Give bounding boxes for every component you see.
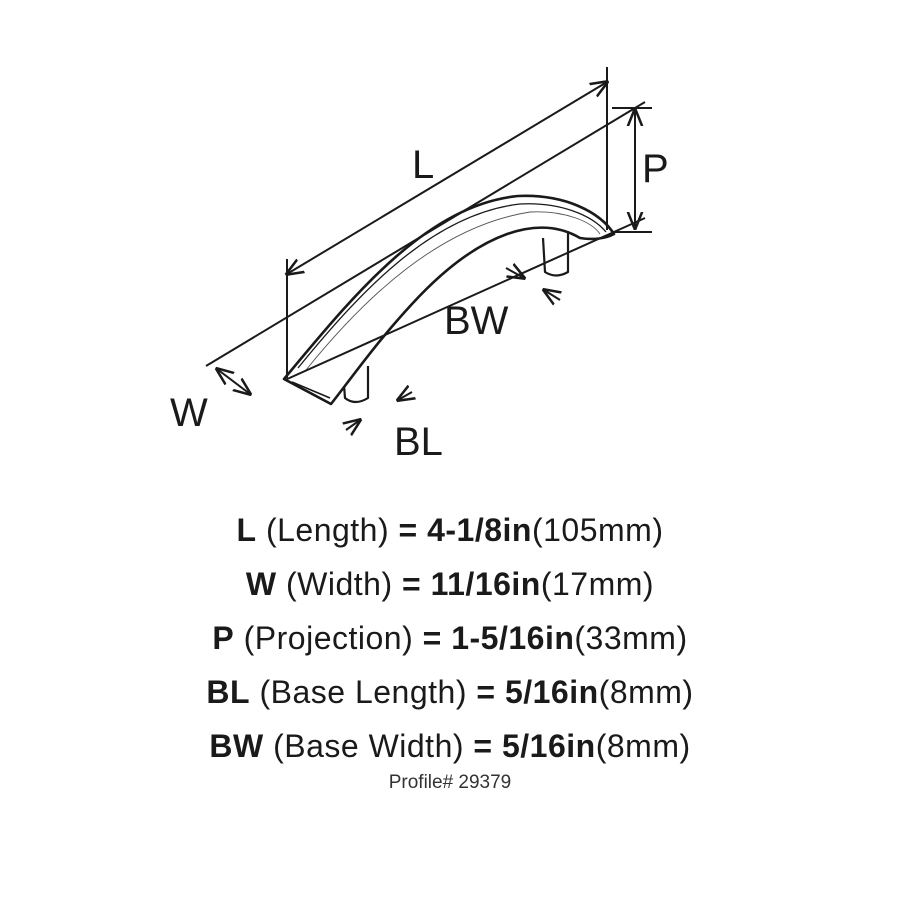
- spec-imperial: 4-1/8in: [427, 512, 532, 548]
- spec-metric: (33mm): [574, 620, 688, 656]
- label-L: L: [412, 143, 434, 187]
- spec-equals: =: [402, 566, 422, 602]
- spec-metric: (105mm): [531, 512, 664, 548]
- spec-row-width: W (Width) = 11/16in(17mm): [0, 557, 900, 611]
- spec-name: (Width): [286, 566, 393, 602]
- dimension-diagram: L P BW W BL: [170, 67, 669, 464]
- spec-imperial: 1-5/16in: [451, 620, 575, 656]
- spec-imperial: 5/16in: [501, 728, 596, 764]
- spec-row-length: L (Length) = 4-1/8in(105mm): [0, 503, 900, 557]
- label-W: W: [170, 391, 208, 435]
- spec-imperial: 5/16in: [504, 674, 599, 710]
- spec-row-projection: P (Projection) = 1-5/16in(33mm): [0, 611, 900, 665]
- spec-name: (Base Width): [273, 728, 465, 764]
- profile-number: Profile# 29379: [388, 772, 512, 793]
- label-P: P: [642, 147, 669, 191]
- dimension-lines: [205, 67, 652, 430]
- spec-code: W: [245, 566, 277, 602]
- spec-metric: (8mm): [595, 728, 691, 764]
- spec-equals: =: [473, 728, 493, 764]
- spec-list: L (Length) = 4-1/8in(105mm) W (Width) = …: [0, 503, 900, 773]
- spec-code: BW: [209, 728, 264, 764]
- spec-name: (Length): [265, 512, 390, 548]
- spec-equals: =: [422, 620, 442, 656]
- label-BL: BL: [394, 420, 443, 464]
- spec-metric: (17mm): [540, 566, 655, 602]
- spec-equals: =: [476, 674, 496, 710]
- spec-equals: =: [398, 512, 418, 548]
- spec-code: BL: [206, 674, 251, 710]
- spec-imperial: 11/16in: [430, 566, 541, 602]
- spec-code: L: [236, 512, 257, 548]
- spec-name: (Base Length): [259, 674, 467, 710]
- spec-row-base-width: BW (Base Width) = 5/16in(8mm): [0, 719, 900, 773]
- spec-code: P: [212, 620, 235, 656]
- spec-row-base-length: BL (Base Length) = 5/16in(8mm): [0, 665, 900, 719]
- spec-metric: (8mm): [598, 674, 694, 710]
- spec-name: (Projection): [243, 620, 414, 656]
- label-BW: BW: [444, 299, 509, 343]
